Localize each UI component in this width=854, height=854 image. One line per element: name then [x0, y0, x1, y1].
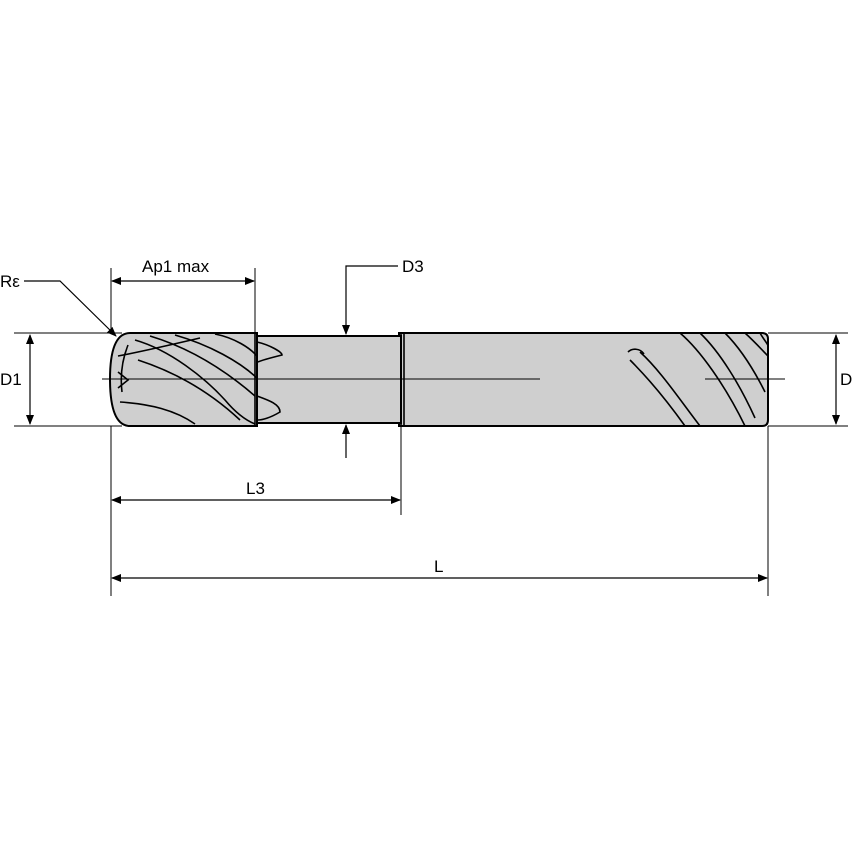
neck-diameter-label: D3 — [402, 257, 424, 276]
reach-length-label: L3 — [246, 479, 265, 498]
shank-body — [398, 332, 769, 427]
reach-length-dimension: L3 — [110, 426, 402, 596]
corner-radius-label: Rε — [0, 272, 20, 291]
overall-length-label: L — [434, 557, 443, 576]
cut-length-dimension: Ap1 max — [110, 257, 256, 333]
shank-diameter-label: D — [840, 370, 852, 389]
end-mill-tool — [102, 332, 785, 427]
cut-diameter-dimension: D1 — [0, 332, 122, 427]
shank-flutes — [627, 332, 769, 427]
corner-radius-callout: Rε — [0, 272, 117, 337]
neck-diameter-dimension: D3 — [342, 257, 424, 458]
shank-diameter-dimension: D — [768, 332, 852, 427]
cut-diameter-label: D1 — [0, 370, 22, 389]
cut-length-label: Ap1 max — [142, 257, 210, 276]
overall-length-dimension: L — [111, 426, 769, 596]
cutting-flutes — [117, 333, 283, 425]
